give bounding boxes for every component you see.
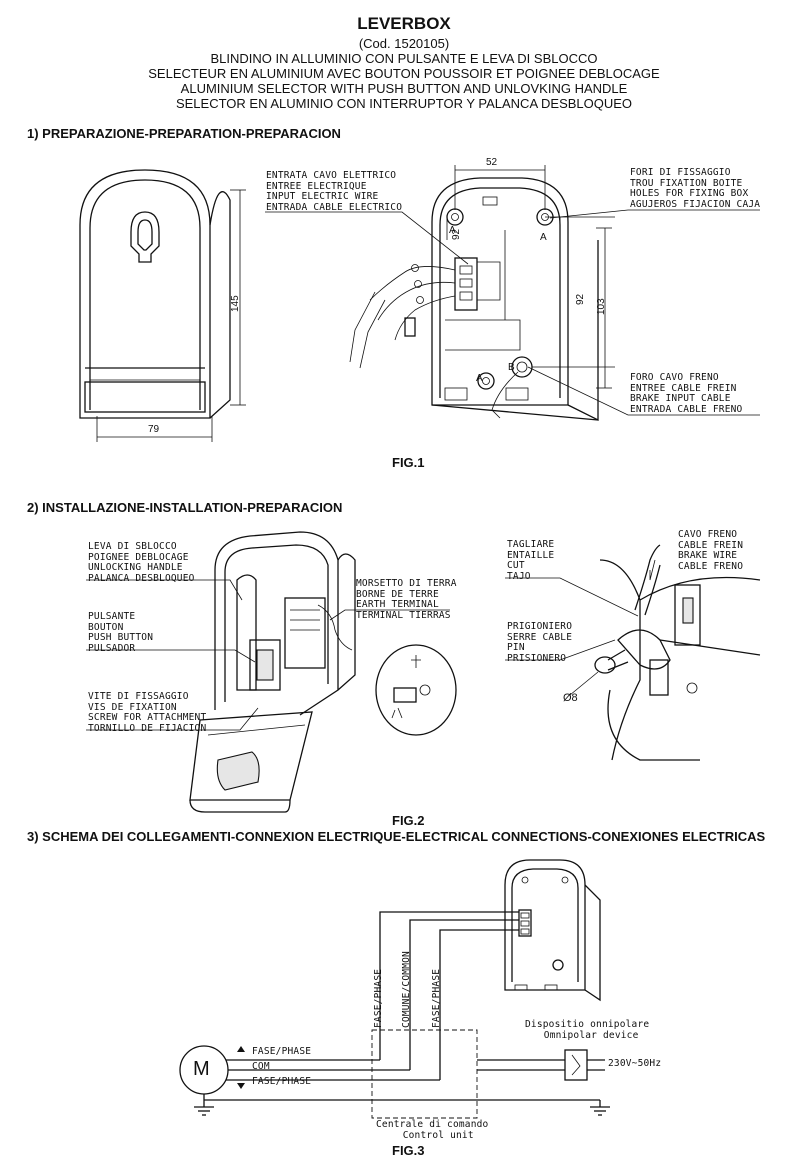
cable-detail-view: [505, 544, 761, 761]
vertical-common-label: COMUNE/COMMON: [401, 951, 412, 1028]
com-line-label: COM: [252, 1061, 270, 1072]
point-a-label: A: [449, 225, 456, 236]
subtitle-es: SELECTOR EN ALUMINIO CON INTERRUPTOR Y P…: [175, 96, 633, 111]
product-code: (Cod. 1520105): [358, 36, 450, 51]
wiring-diagram: [179, 859, 610, 1119]
dim-width-79: 79: [148, 424, 160, 435]
point-a-label: A: [540, 232, 547, 243]
subtitle-en: ALUMINIUM SELECTOR WITH PUSH BUTTON AND …: [180, 81, 628, 96]
subtitle-it: BLINDINO IN ALLUMINIO CON PULSANTE E LEV…: [210, 51, 598, 66]
fig3-caption: FIG.3: [392, 1143, 425, 1158]
box-front-view: [79, 169, 246, 442]
section-1-heading: 1) PREPARAZIONE-PREPARATION-PREPARACION: [27, 126, 341, 141]
point-b-label: B: [508, 362, 515, 373]
diameter-label: Ø8: [563, 692, 578, 704]
fig2-caption: FIG.2: [392, 813, 425, 828]
subtitle-fr: SELECTEUR EN ALUMINIUM AVEC BOUTON POUSS…: [148, 66, 660, 81]
document-title: LEVERBOX: [357, 14, 451, 33]
phase-line-2-label: FASE/PHASE: [252, 1076, 312, 1087]
point-a-label: A: [476, 373, 483, 384]
installation-view: [86, 531, 457, 813]
section-3-heading: 3) SCHEMA DEI COLLEGAMENTI-CONNEXION ELE…: [27, 829, 766, 844]
fig1-caption: FIG.1: [392, 455, 425, 470]
dim-right-103: 103: [596, 298, 607, 315]
vertical-phase-2-label: FASE/PHASE: [431, 968, 442, 1028]
motor-label: M: [193, 1058, 210, 1080]
dim-height-145: 145: [230, 295, 241, 312]
dim-top-52: 52: [486, 157, 498, 168]
dim-right-92: 92: [575, 293, 586, 305]
supply-voltage-label: 230V~50Hz: [608, 1058, 662, 1069]
vertical-phase-1-label: FASE/PHASE: [373, 968, 384, 1028]
phase-line-1-label: FASE/PHASE: [252, 1046, 312, 1057]
box-rear-view: [265, 165, 760, 422]
section-2-heading: 2) INSTALLAZIONE-INSTALLATION-PREPARACIO…: [27, 500, 343, 515]
